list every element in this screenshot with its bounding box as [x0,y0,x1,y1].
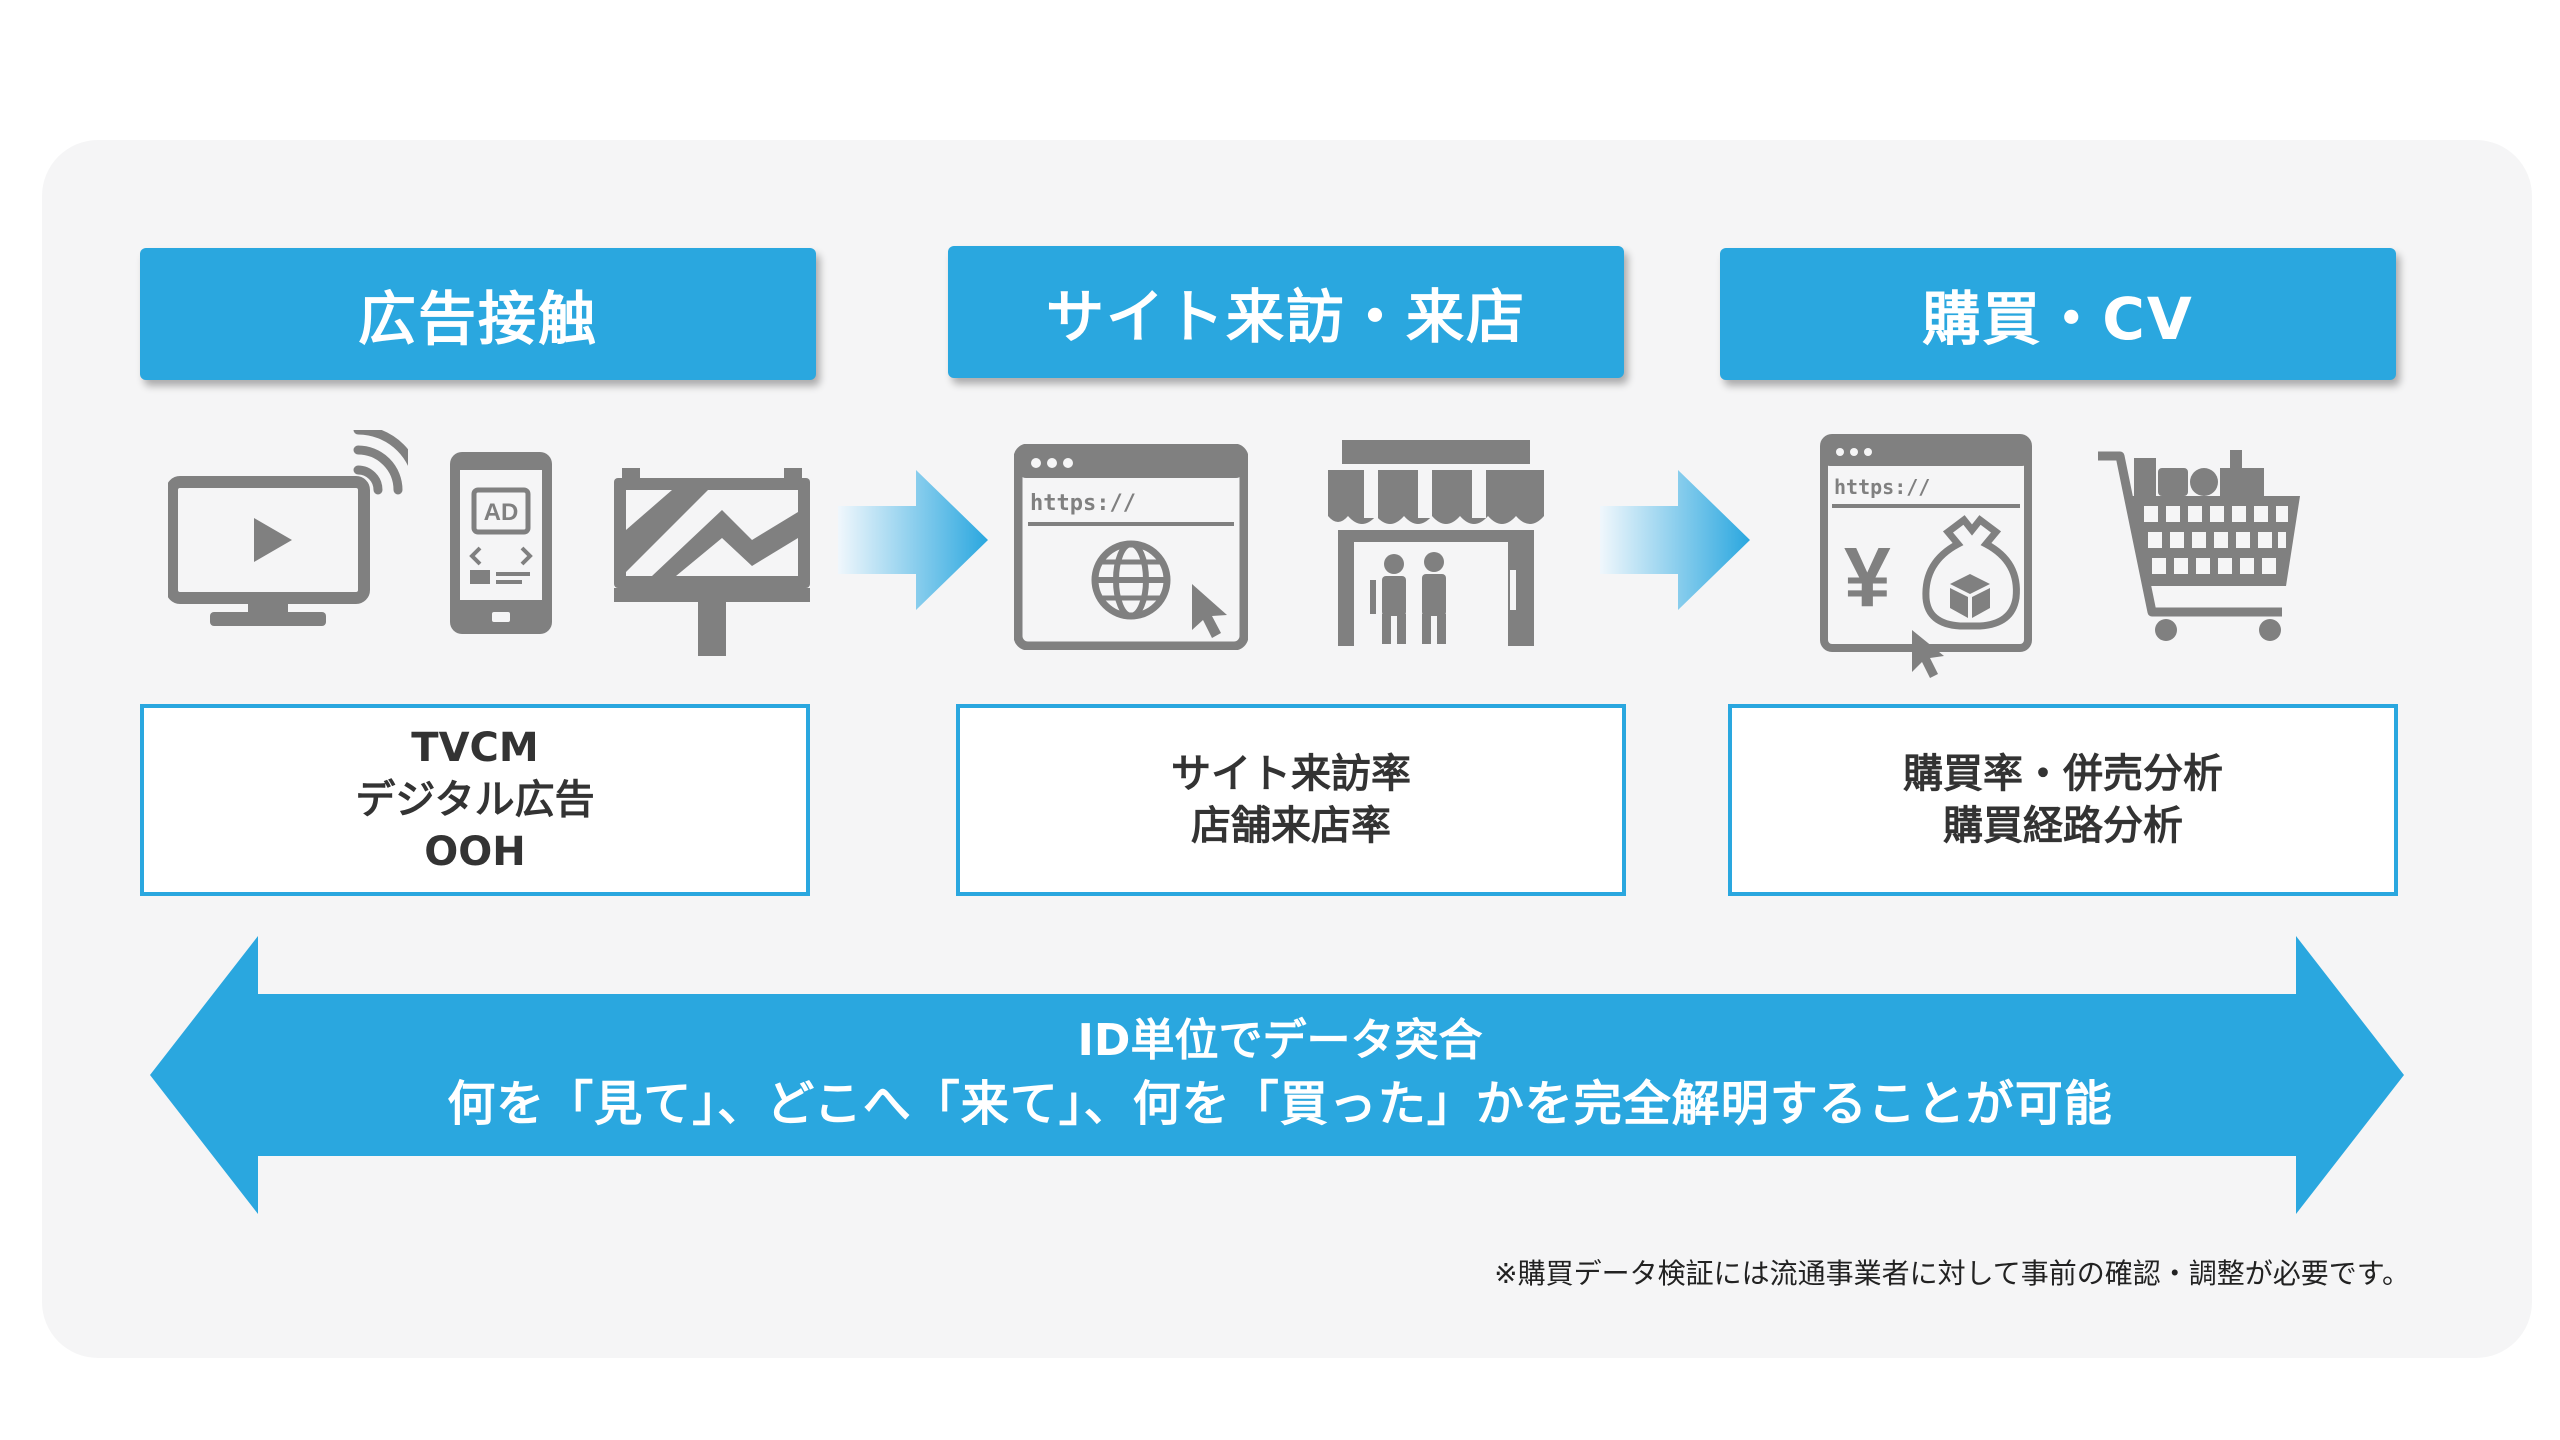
stage-header-ad-exposure: 広告接触 [140,248,816,380]
billboard-icon [614,468,810,656]
stage-header-site-visit: サイト来訪・来店 [948,246,1624,378]
desc-line: OOH [424,829,526,875]
desc-line: デジタル広告 [355,777,595,823]
banner-line-1: ID単位でデータ突合 [1077,1015,1483,1066]
desc-line: 購買率・併売分析 [1903,751,2223,797]
shopping-cart-icon [2098,450,2300,641]
flow-arrow-1 [838,470,988,610]
desc-line: サイト来訪率 [1171,751,1411,797]
stage-description-site-visit: サイト来訪率 店舗来店率 [956,704,1626,896]
flow-arrow-2 [1600,470,1750,610]
smartphone-ad-icon: AD [450,452,552,634]
store-icon [1328,440,1544,646]
tv-icon [168,430,408,626]
url-text-2: https:// [1834,475,1930,499]
footnote: ※購買データ検証には流通事業者に対して事前の確認・調整が必要です。 [1494,1257,2410,1290]
browser-globe-icon: https:// [1014,444,1248,650]
stage-description-ad-exposure: TVCM デジタル広告 OOH [140,704,810,896]
yen-sign: ¥ [1844,530,1891,624]
stage-description-purchase: 購買率・併売分析 購買経路分析 [1728,704,2398,896]
desc-line: TVCM [411,725,539,771]
banner-line-2: 何を「見て」、どこへ「来て」、何を「買った」かを完全解明することが可能 [447,1076,2113,1132]
stage-header-purchase: 購買・CV [1720,248,2396,380]
banner-text: ID単位でデータ突合 何を「見て」、どこへ「来て」、何を「買った」かを完全解明す… [230,1010,2330,1136]
ad-label: AD [484,499,519,526]
desc-line: 店舗来店率 [1191,803,1391,849]
browser-purchase-icon: https:// ¥ [1820,434,2032,678]
url-text: https:// [1030,491,1136,516]
double-arrow-banner [150,936,2404,1214]
desc-line: 購買経路分析 [1943,803,2183,849]
